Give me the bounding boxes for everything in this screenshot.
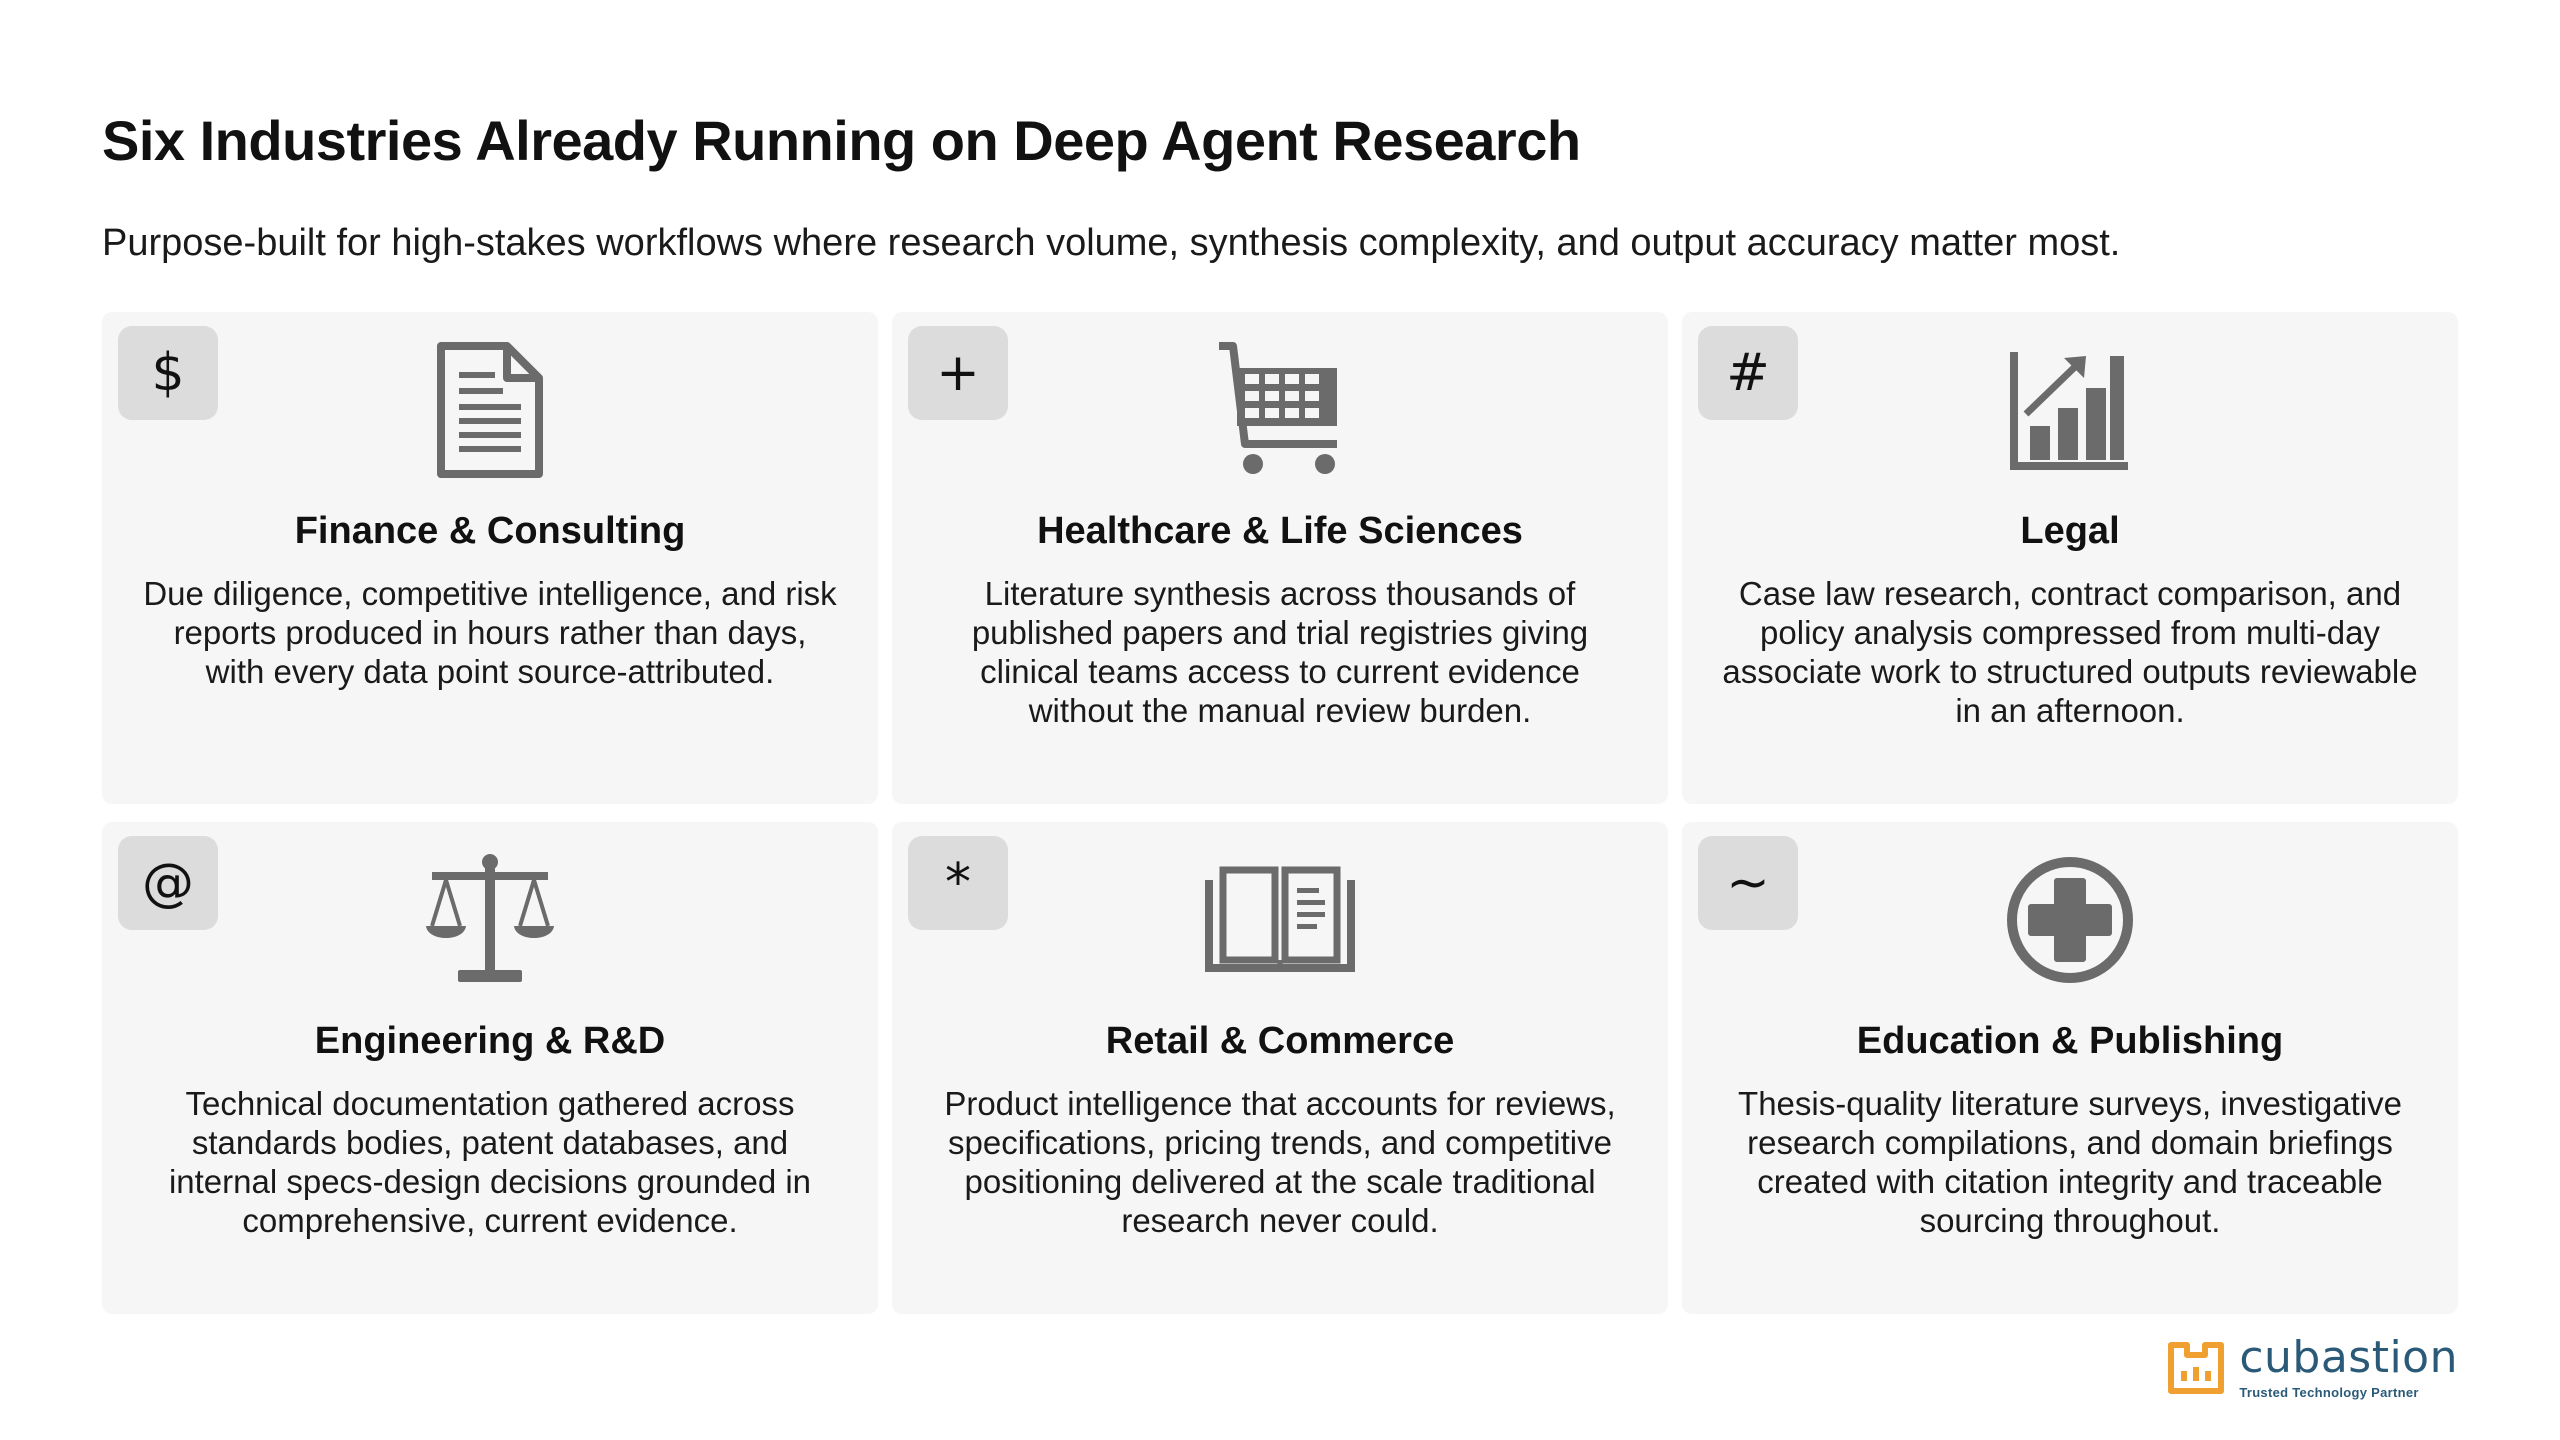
card-icon-container: [892, 340, 1668, 480]
medical-cross-icon: [2007, 857, 2133, 983]
page-title: Six Industries Already Running on Deep A…: [102, 109, 1581, 172]
logo-name: cubastion: [2239, 1332, 2458, 1383]
brand-logo: cubastion Trusted Technology Partner: [2167, 1336, 2458, 1399]
card-icon-container: [1682, 850, 2458, 990]
card-badge: +: [908, 326, 1008, 420]
industry-card-healthcare: +: [892, 312, 1668, 804]
logo-text: cubastion Trusted Technology Partner: [2239, 1332, 2458, 1400]
card-title: Retail & Commerce: [1105, 1020, 1455, 1062]
card-description: Product intelligence that accounts for r…: [944, 1085, 1616, 1239]
card-title: Legal: [2020, 510, 2120, 552]
card-title: Engineering & R&D: [314, 1020, 666, 1062]
card-badge: *: [908, 836, 1008, 930]
industry-card-education: ~ Education & Publishing Thesis-quality …: [1682, 822, 2458, 1314]
card-icon-container: [1682, 340, 2458, 480]
industry-card-legal: # Legal Case law research, contract comp…: [1682, 312, 2458, 804]
scales-icon: [426, 854, 554, 982]
document-icon: [437, 342, 543, 478]
card-description: Thesis-quality literature surveys, inves…: [1738, 1085, 2402, 1239]
card-title: Finance & Consulting: [294, 510, 686, 552]
card-icon-container: [892, 850, 1668, 990]
industry-grid: $ Finance & Consulting Due diligence, co…: [102, 312, 2458, 1314]
industry-card-finance: $ Finance & Consulting Due diligence, co…: [102, 312, 878, 804]
industry-card-engineering: @ Engineering & R&D Technical documentat…: [102, 822, 878, 1314]
logo-mark-icon: [2168, 1341, 2225, 1394]
growth-chart-icon: [2010, 352, 2128, 470]
card-icon-container: [102, 340, 878, 480]
card-badge: ~: [1698, 836, 1798, 930]
industry-card-retail: * Retail & Commerce Product intelligence…: [892, 822, 1668, 1314]
card-description: Technical documentation gathered across …: [168, 1085, 812, 1239]
logo-tagline: Trusted Technology Partner: [2239, 1385, 2419, 1400]
open-book-icon: [1205, 866, 1355, 972]
card-badge: @: [118, 836, 218, 930]
card-title: Education & Publishing: [1856, 1020, 2284, 1062]
card-title: Healthcare & Life Sciences: [1037, 510, 1523, 552]
page-subtitle: Purpose-built for high-stakes workflows …: [102, 222, 2121, 264]
card-description: Case law research, contract comparison, …: [1722, 575, 2418, 729]
shopping-cart-icon: [1219, 342, 1337, 474]
card-icon-container: [102, 850, 878, 990]
card-badge: $: [118, 326, 218, 420]
card-description: Literature synthesis across thousands of…: [971, 575, 1589, 729]
card-badge: #: [1698, 326, 1798, 420]
card-description: Due diligence, competitive intelligence,…: [143, 575, 837, 690]
